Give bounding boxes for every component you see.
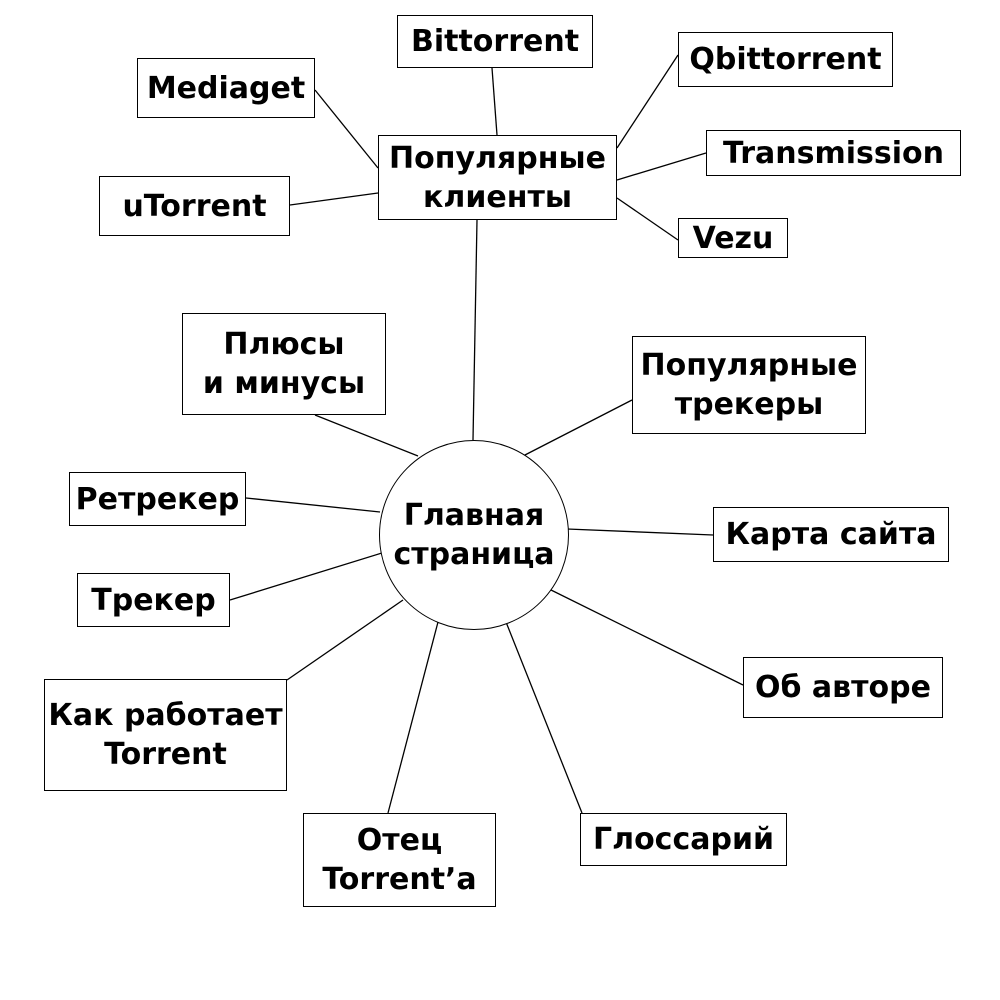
edge-clients-transmission — [616, 152, 707, 181]
retracker-node[interactable]: Ретрекер — [69, 472, 246, 526]
edge-center-about-author — [548, 588, 744, 686]
client-transmission-node[interactable]: Transmission — [706, 130, 961, 176]
client-transmission-label: Transmission — [723, 135, 944, 171]
client-vezu-node[interactable]: Vezu — [678, 218, 788, 258]
edge-center-glossary — [505, 621, 583, 814]
client-utorrent-label: uTorrent — [122, 188, 267, 224]
client-qbittorrent-node[interactable]: Qbittorrent — [678, 32, 893, 87]
edge-clients-qbittorrent — [616, 54, 679, 149]
edge-center-father — [387, 621, 439, 814]
client-bittorrent-node[interactable]: Bittorrent — [397, 15, 593, 68]
client-mediaget-label: Mediaget — [146, 70, 306, 106]
about-author-node[interactable]: Об авторе — [743, 657, 943, 718]
client-bittorrent-label: Bittorrent — [410, 24, 580, 59]
retracker-label: Ретрекер — [75, 481, 240, 517]
edge-clients-bittorrent — [491, 67, 498, 136]
edge-center-trackers — [522, 399, 633, 457]
edge-clients-vezu — [616, 197, 679, 241]
client-vezu-label: Vezu — [692, 220, 774, 256]
glossary-node[interactable]: Глоссарий — [580, 813, 787, 866]
edge-center-clients — [472, 219, 478, 441]
client-qbittorrent-label: Qbittorrent — [689, 42, 882, 77]
client-utorrent-node[interactable]: uTorrent — [99, 176, 290, 236]
about-author-label: Об авторе — [755, 670, 931, 705]
glossary-label: Глоссарий — [592, 822, 775, 857]
edge-clients-mediaget — [314, 89, 379, 169]
tracker-node[interactable]: Трекер — [77, 573, 230, 627]
client-mediaget-node[interactable]: Mediaget — [137, 58, 315, 118]
edge-center-tracker — [229, 552, 383, 601]
edge-center-retracker — [245, 497, 381, 513]
edge-clients-utorrent — [289, 192, 379, 206]
edge-center-sitemap — [566, 528, 714, 536]
edge-center-how-torrent — [286, 599, 404, 681]
sitemap-label: Карта сайта — [725, 517, 937, 552]
edge-center-pros-cons — [314, 414, 419, 457]
sitemap-node[interactable]: Карта сайта — [713, 507, 949, 562]
tracker-label: Трекер — [91, 582, 216, 618]
